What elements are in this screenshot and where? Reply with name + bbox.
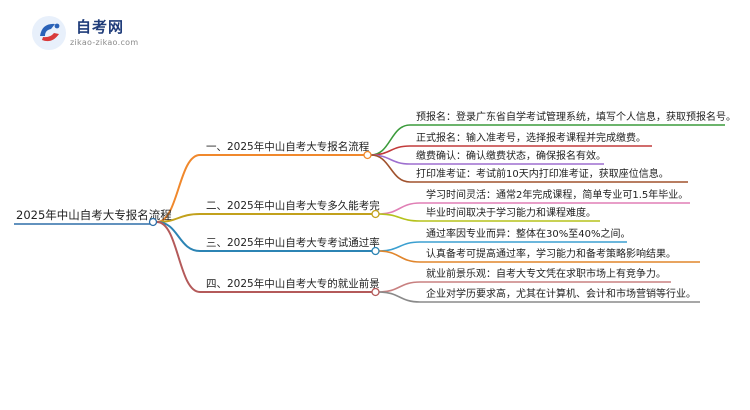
leaf-label: 预报名：登录广东省自学考试管理系统，填写个人信息，获取预报名号。 — [416, 110, 736, 123]
leaf-label: 学习时间灵活：通常2年完成课程，简单专业可1.5年毕业。 — [426, 188, 688, 201]
root-node-label: 2025年中山自考大专报名流程 — [16, 208, 172, 222]
leaf-connector — [370, 154, 688, 183]
leaf-connector — [378, 291, 700, 303]
branch-node-dot — [371, 246, 380, 256]
branch-label-4: 四、2025年中山自考大专的就业前景 — [206, 277, 380, 290]
leaf-label: 通过率因专业而异：整体在30%至40%之间。 — [426, 227, 630, 240]
leaf-label: 正式报名：输入准考号，选择报考课程并完成缴费。 — [416, 131, 646, 144]
root-node-dot — [148, 217, 158, 227]
branch-connector — [156, 221, 372, 252]
brand-logo[interactable]: 自考网 zikao-zikao.com — [30, 14, 170, 52]
leaf-connector — [378, 250, 700, 263]
branch-label-2: 二、2025年中山自考大专多久能考完 — [206, 199, 380, 212]
branch-connector — [156, 221, 372, 293]
leaf-label: 毕业时间取决于学习能力和课程难度。 — [426, 206, 596, 219]
leaf-label: 企业对学历要求高，尤其在计算机、会计和市场营销等行业。 — [426, 287, 696, 300]
branch-node-dot — [371, 209, 380, 219]
branch-connector — [156, 154, 364, 223]
branch-label-3: 三、2025年中山自考大专考试通过率 — [206, 236, 380, 249]
logo-icon — [32, 16, 66, 50]
brand-url: zikao-zikao.com — [70, 38, 139, 47]
brand-name: 自考网 — [76, 18, 125, 36]
branch-node-dot — [371, 287, 380, 297]
leaf-label: 缴费确认：确认缴费状态，确保报名有效。 — [416, 149, 606, 162]
leaf-label: 就业前景乐观：自考大专文凭在求职市场上有竞争力。 — [426, 267, 666, 280]
leaf-label: 打印准考证：考试前10天内打印准考证，获取座位信息。 — [416, 167, 669, 180]
branch-node-dot — [363, 150, 372, 160]
leaf-label: 认真备考可提高通过率，学习能力和备考策略影响结果。 — [426, 247, 676, 260]
mindmap-nodes: 2025年中山自考大专报名流程 一、2025年中山自考大专报名流程 二、2025… — [14, 110, 736, 300]
branch-connector — [156, 213, 372, 223]
leaf-connector — [378, 213, 600, 222]
branch-label-1: 一、2025年中山自考大专报名流程 — [206, 140, 370, 153]
mindmap-edges — [156, 124, 725, 303]
